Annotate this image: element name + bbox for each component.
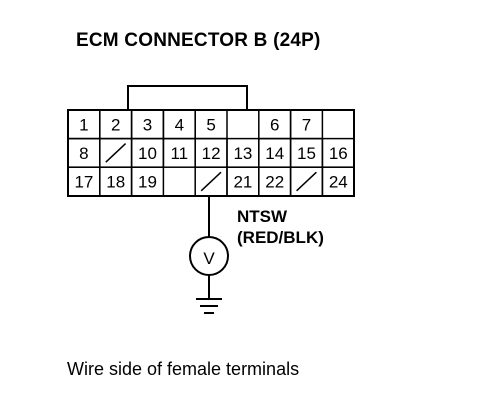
connector-lock-tab — [127, 85, 248, 110]
terminal-number: 5 — [206, 115, 215, 134]
terminal-number: 10 — [138, 144, 157, 163]
terminal-number: 24 — [329, 173, 348, 192]
terminal-number: 21 — [233, 173, 252, 192]
terminal-number: 3 — [143, 115, 152, 134]
terminal-number: 6 — [270, 115, 279, 134]
terminal-number: 18 — [106, 173, 125, 192]
wire-color-label: (RED/BLK) — [237, 228, 324, 247]
terminal-number: 8 — [79, 144, 88, 163]
terminal-label: NTSW — [237, 207, 288, 226]
ground-icon — [196, 298, 222, 314]
terminal-number: 12 — [202, 144, 221, 163]
diagram-caption: Wire side of female terminals — [67, 359, 300, 379]
terminal-number: 7 — [302, 115, 311, 134]
terminal-number: 2 — [111, 115, 120, 134]
terminal-number: 13 — [233, 144, 252, 163]
unused-terminal-mark — [200, 171, 222, 192]
terminal-cell — [130, 166, 165, 197]
terminal-number: 1 — [79, 115, 88, 134]
unused-terminal-mark — [105, 143, 127, 163]
terminal-number: 14 — [265, 144, 284, 163]
terminal-number: 22 — [265, 173, 284, 192]
unused-terminal-mark — [296, 171, 317, 192]
terminal-number: 15 — [297, 144, 316, 163]
terminal-cell — [321, 166, 355, 197]
terminal-number: 16 — [329, 144, 348, 163]
terminal-number: 17 — [74, 173, 93, 192]
voltmeter-symbol: V — [203, 249, 215, 268]
terminal-number: 4 — [175, 115, 184, 134]
terminal-number: 11 — [170, 144, 188, 163]
terminal-number: 19 — [138, 173, 157, 192]
diagram-title: ECM CONNECTOR B (24P) — [76, 30, 321, 51]
